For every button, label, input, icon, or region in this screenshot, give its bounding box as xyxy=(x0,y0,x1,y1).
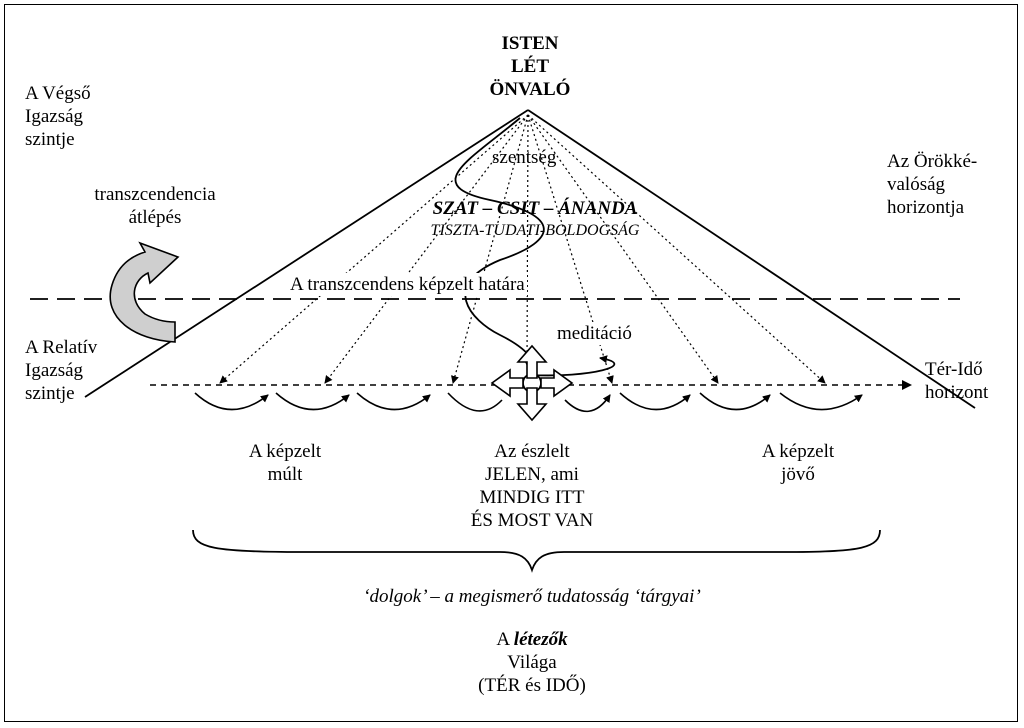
ray-2 xyxy=(324,114,529,384)
world-line-2: Világa xyxy=(507,652,557,673)
holiness-label: szentség xyxy=(492,147,557,168)
transcendence-line-2: átlépés xyxy=(128,207,182,228)
cross-arrow-up xyxy=(516,344,548,379)
perceived-present-label: Az észlelt JELEN, ami MINDIG ITT ÉS MOST… xyxy=(442,440,622,532)
ultimate-truth-line-2: Igazság xyxy=(25,106,84,127)
wave-3 xyxy=(356,392,431,411)
apex-line-let: LÉT xyxy=(510,56,550,77)
wave-2 xyxy=(275,392,350,411)
present-line-3: MINDIG ITT xyxy=(479,487,585,508)
apex-line-isten: ISTEN xyxy=(501,33,559,54)
cross-arrow-right xyxy=(540,368,574,398)
present-line-4: ÉS MOST VAN xyxy=(470,510,594,531)
transcendent-boundary-label: A transzcendens képzelt határa xyxy=(288,273,527,296)
ultimate-truth-line-3: szintje xyxy=(25,129,75,150)
grouping-brace xyxy=(192,529,881,573)
meditation-label: meditáció xyxy=(557,322,632,345)
world-line-1: A létezők xyxy=(432,628,632,651)
ray-4 xyxy=(523,114,532,366)
time-waves xyxy=(194,392,863,413)
transcendence-label: transzcendencia átlépés xyxy=(60,183,250,229)
present-line-1: Az észlelt xyxy=(494,441,570,462)
world-of-beings-label: A létezők Világa (TÉR és IDŐ) xyxy=(432,628,632,697)
world-prefix: A xyxy=(496,629,514,650)
past-line-2: múlt xyxy=(267,464,303,485)
imagined-future-label: A képzelt jövő xyxy=(718,440,878,486)
wave-1 xyxy=(194,392,269,411)
relative-truth-line-3: szintje xyxy=(25,383,75,404)
spacetime-line-2: horizont xyxy=(925,382,989,403)
eternal-reality-line-1: Az Örökké- xyxy=(887,151,978,172)
ultimate-truth-line-1: A Végső xyxy=(25,83,91,104)
future-line-1: A képzelt xyxy=(761,441,835,462)
diagram-frame xyxy=(4,4,1018,722)
pure-conscious-bliss-label: TISZTA-TUDATI-BOLDOGSÁG xyxy=(430,222,640,239)
relative-truth-level-label: A Relatív Igazság szintje xyxy=(25,336,97,405)
ray-7 xyxy=(527,114,826,384)
eternal-reality-line-3: horizontja xyxy=(887,197,965,218)
things-objects-label: ‘dolgok’ – a megismerő tudatosság ‘tárgy… xyxy=(363,586,701,607)
wave-6 xyxy=(619,392,691,411)
ray-1 xyxy=(219,114,529,384)
wave-5 xyxy=(564,394,611,413)
spacetime-horizon-label: Tér-Idő horizont xyxy=(925,358,988,404)
wave-8 xyxy=(779,392,863,411)
imagined-past-label: A képzelt múlt xyxy=(205,440,365,486)
eternal-reality-horizon-label: Az Örökké- valóság horizontja xyxy=(887,150,977,219)
future-line-2: jövő xyxy=(781,464,815,485)
apex-label: ISTEN LÉT ÖNVALÓ xyxy=(470,32,590,101)
apex-line-onvalo: ÖNVALÓ xyxy=(489,79,571,100)
cross-arrow-down xyxy=(516,387,548,422)
cross-arrow-left xyxy=(490,368,524,398)
world-emphasis: létezők xyxy=(513,629,568,650)
sat-chit-ananda-label: SZAT – CSIT – ÁNANDA xyxy=(432,198,638,219)
triangle-left-side xyxy=(84,109,529,398)
wave-4 xyxy=(447,392,503,412)
transcendence-arrow xyxy=(109,241,180,343)
present-line-2: JELEN, ami xyxy=(485,464,579,485)
world-line-3: (TÉR és IDŐ) xyxy=(478,675,586,696)
past-line-1: A képzelt xyxy=(248,441,322,462)
wave-7 xyxy=(699,392,771,411)
dotted-rays xyxy=(219,114,826,384)
transcendence-line-1: transzcendencia xyxy=(94,184,216,205)
relative-truth-line-1: A Relatív xyxy=(25,337,98,358)
ultimate-truth-level-label: A Végső Igazság szintje xyxy=(25,82,91,151)
triangle-right-side xyxy=(527,109,976,409)
relative-truth-line-2: Igazság xyxy=(25,360,84,381)
ray-5 xyxy=(527,114,614,384)
eternal-reality-line-2: valóság xyxy=(887,174,946,195)
cross-arrows-icon xyxy=(490,344,574,422)
ray-3 xyxy=(451,114,529,384)
spacetime-line-1: Tér-Idő xyxy=(925,359,983,380)
